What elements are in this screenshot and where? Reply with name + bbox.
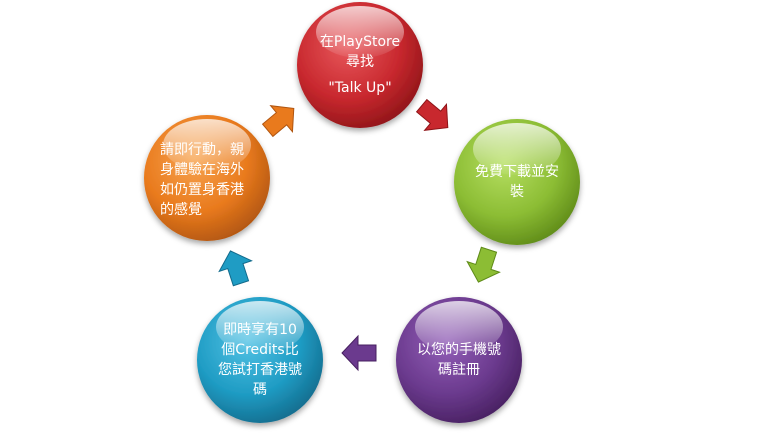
node-label-line: 以您的手機號 <box>417 342 501 358</box>
node-label-line: 的感覺 <box>160 202 202 218</box>
node-label-act: 請即行動，親 身體驗在海外 如仍置身香港 的感覺 <box>160 138 260 222</box>
node-label-line: 如仍置身香港 <box>160 182 244 198</box>
node-label-playstore: 在PlayStore 尋找 "Talk Up" <box>300 25 420 105</box>
node-label-register: 以您的手機號 碼註冊 <box>404 338 514 382</box>
arrow-1-icon <box>415 98 449 131</box>
arrow-3-icon <box>341 334 377 372</box>
node-label-line: 即時享有10 <box>223 322 297 338</box>
node-label-line: 身體驗在海外 <box>160 162 244 178</box>
arrow-4-icon <box>218 250 253 287</box>
node-label-line: 請即行動，親 <box>160 142 244 158</box>
arrow-2-icon <box>466 246 501 283</box>
node-circle-act <box>144 115 270 241</box>
node-label-credits: 即時享有10 個Credits比 您試打香港號 碼 <box>205 318 315 402</box>
arrow-5-icon <box>261 105 295 138</box>
node-label-line: 您試打香港號 <box>218 362 302 378</box>
node-label-line: 個Credits比 <box>221 342 299 358</box>
node-label-line: 碼 <box>253 382 267 398</box>
node-circle-playstore <box>297 2 423 128</box>
node-label-line: 在PlayStore <box>319 34 401 50</box>
node-label-line: 免費下載並安 <box>475 164 559 180</box>
node-label-line: 裝 <box>510 184 524 200</box>
node-circle-register <box>396 297 522 423</box>
node-label-line: 尋找 <box>346 54 374 70</box>
node-label-line: "Talk Up" <box>328 80 392 96</box>
node-circle-credits <box>197 297 323 423</box>
node-label-line: 碼註冊 <box>438 362 480 378</box>
node-label-download: 免費下載並安 裝 <box>462 160 572 204</box>
node-circle-download <box>454 119 580 245</box>
